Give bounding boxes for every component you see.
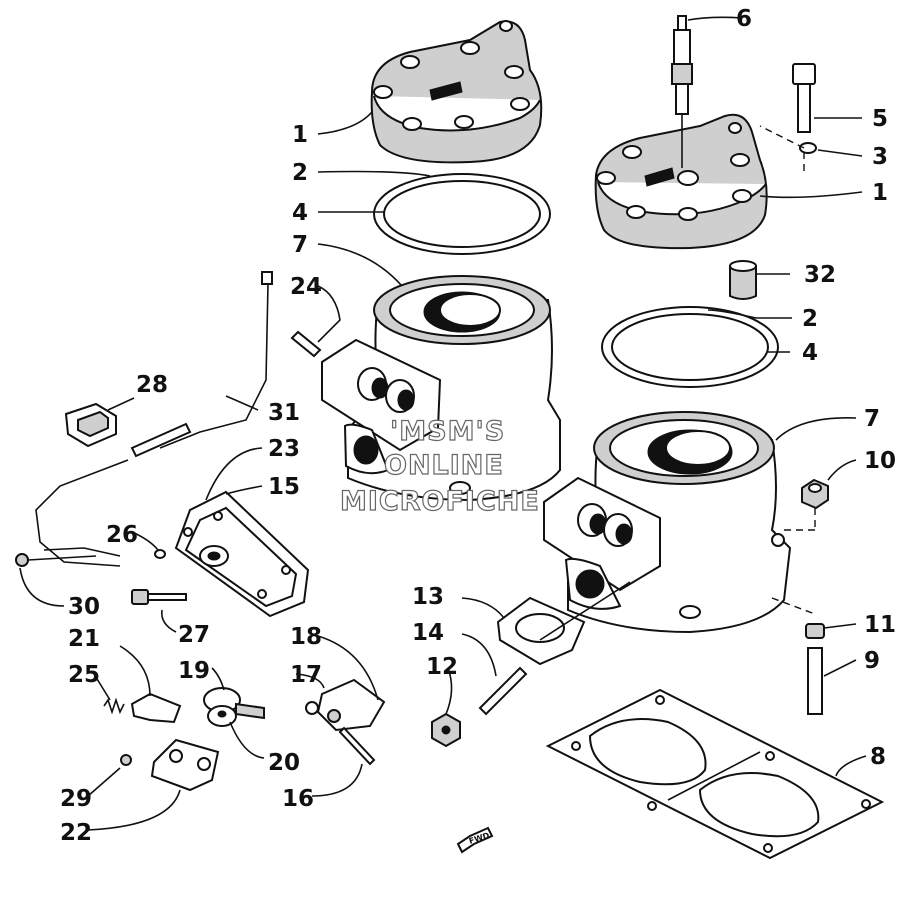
callout-4-left: 4 bbox=[292, 200, 308, 226]
head-gaskets-right bbox=[601, 306, 779, 388]
cylinder-head-left bbox=[370, 20, 543, 164]
exhaust-gasket bbox=[496, 581, 631, 666]
cylinder-right bbox=[543, 411, 792, 634]
watermark-line-3: MICROFICHE bbox=[340, 486, 540, 517]
callout-3: 3 bbox=[872, 144, 888, 170]
watermark-line-1: 'MSM'S bbox=[390, 416, 505, 447]
cover-bolt bbox=[131, 589, 187, 605]
callout-7-left: 7 bbox=[292, 232, 308, 258]
callout-1-right: 1 bbox=[872, 180, 888, 206]
callout-28: 28 bbox=[136, 372, 168, 398]
stud-and-washer bbox=[771, 597, 825, 715]
callout-8: 8 bbox=[870, 744, 886, 770]
callout-14: 14 bbox=[412, 620, 444, 646]
callout-16: 16 bbox=[282, 786, 314, 812]
pivot-pin bbox=[338, 726, 376, 766]
watermark: 'MSM'S ONLINE MICROFICHE bbox=[339, 415, 540, 517]
leader-lines bbox=[19, 16, 867, 831]
locating-pin bbox=[290, 330, 322, 358]
actuator bbox=[305, 678, 386, 732]
callout-19: 19 bbox=[178, 658, 210, 684]
valve-lever bbox=[130, 692, 182, 724]
spark-plug bbox=[671, 15, 693, 168]
head-gaskets-left bbox=[373, 173, 551, 255]
callout-numbers: 1 2 4 7 24 6 5 3 1 32 2 4 7 10 11 9 8 13… bbox=[60, 6, 896, 846]
callout-1-left: 1 bbox=[292, 122, 308, 148]
valve-spool bbox=[203, 687, 265, 727]
callout-6: 6 bbox=[736, 6, 752, 32]
callout-25: 25 bbox=[68, 662, 100, 688]
callout-24: 24 bbox=[290, 274, 322, 300]
callout-32: 32 bbox=[804, 262, 836, 288]
callout-17: 17 bbox=[290, 662, 322, 688]
spring bbox=[103, 697, 125, 715]
exhaust-stud bbox=[478, 666, 528, 716]
callout-30: 30 bbox=[68, 594, 100, 620]
callout-27: 27 bbox=[178, 622, 210, 648]
dowel-sleeve bbox=[729, 260, 757, 300]
fwd-label: FWD bbox=[468, 831, 491, 846]
fwd-arrow: FWD bbox=[456, 826, 494, 854]
callout-20: 20 bbox=[268, 750, 300, 776]
callout-22: 22 bbox=[60, 820, 92, 846]
head-bolt bbox=[759, 63, 817, 172]
o-ring bbox=[154, 549, 166, 559]
valve-cover-assembly bbox=[174, 490, 310, 618]
cylinder-head-right bbox=[594, 113, 768, 250]
callout-18: 18 bbox=[290, 624, 322, 650]
callout-23: 23 bbox=[268, 436, 300, 462]
valve-plate bbox=[150, 738, 220, 792]
callout-21: 21 bbox=[68, 626, 100, 652]
callout-11: 11 bbox=[864, 612, 896, 638]
callout-2-right: 2 bbox=[802, 306, 818, 332]
callout-5: 5 bbox=[872, 106, 888, 132]
callout-15: 15 bbox=[268, 474, 300, 500]
exhaust-nut bbox=[431, 712, 461, 748]
callout-13: 13 bbox=[412, 584, 444, 610]
callout-12: 12 bbox=[426, 654, 458, 680]
callout-31: 31 bbox=[268, 400, 300, 426]
cylinder-nut bbox=[782, 478, 829, 531]
callout-2-left: 2 bbox=[292, 160, 308, 186]
callout-26: 26 bbox=[106, 522, 138, 548]
callout-7-right: 7 bbox=[864, 406, 880, 432]
cable-clip bbox=[64, 402, 117, 448]
watermark-line-2: ONLINE bbox=[384, 450, 504, 481]
callout-9: 9 bbox=[864, 648, 880, 674]
callout-29: 29 bbox=[60, 786, 92, 812]
callout-10: 10 bbox=[864, 448, 896, 474]
base-gasket bbox=[545, 688, 885, 860]
callout-4-right: 4 bbox=[802, 340, 818, 366]
throttle-cable bbox=[15, 271, 273, 567]
cylinder-left bbox=[321, 275, 561, 502]
small-screw bbox=[120, 754, 132, 766]
